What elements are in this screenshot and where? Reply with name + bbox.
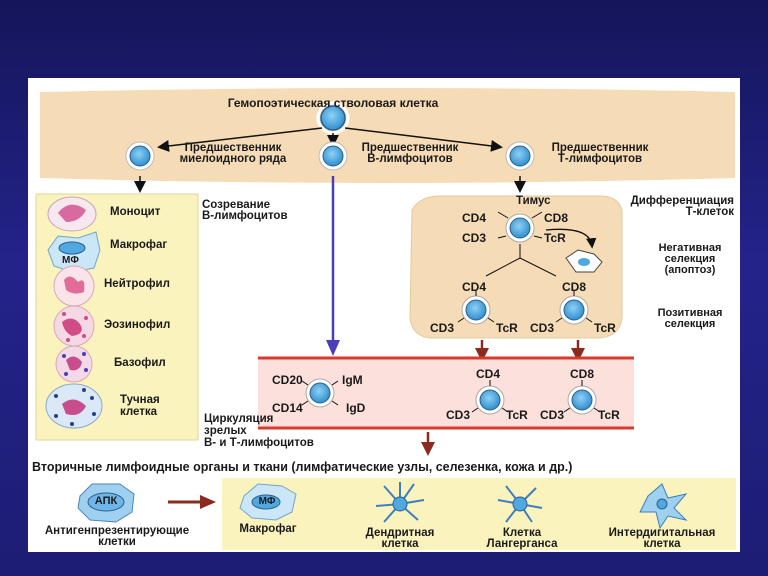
apc-cell-icon — [77, 483, 135, 523]
stem-cell-label: Гемопоэтическая стволовая клетка — [227, 96, 439, 110]
eosinophil-icon — [53, 305, 95, 347]
neutrophil-icon — [53, 265, 95, 307]
circulation-label-3: В- и Т-лимфоцитов — [204, 437, 314, 449]
circulation-label-2: зрелых — [204, 425, 247, 437]
thymus-cd3-pos-label-2: CD3 — [530, 321, 555, 335]
cd20-label: CD20 — [272, 373, 303, 387]
thymus-label: Тимус — [516, 195, 551, 207]
t-precursor-label-1: Предшественник — [551, 142, 649, 154]
igm-label: IgM — [342, 373, 363, 387]
cd14-label: CD14 — [272, 401, 303, 415]
thymus-tcr-pos-label-2: TcR — [594, 321, 616, 335]
stem-cell — [320, 105, 346, 131]
thymus-cd4-pos-label: CD4 — [462, 280, 487, 294]
neg-selection-label-1: Негативная — [658, 242, 722, 254]
pos-selection-label-1: Позитивная — [657, 307, 723, 319]
langerhans-cell-icon — [497, 485, 543, 523]
dendritic-label-2: клетка — [381, 538, 419, 550]
t-precursor-label-2: Т-лимфоцитов — [557, 153, 643, 165]
dendritic-cell-icon — [375, 482, 425, 523]
t-differentiation-label-1: Дифференциация — [630, 195, 734, 207]
circ-cd4-label: CD4 — [476, 367, 501, 381]
langerhans-label-2: Лангерганса — [486, 538, 558, 550]
circ-tcr-label-1: TcR — [506, 408, 528, 422]
thymus-tcr-pos-label-1: TcR — [496, 321, 518, 335]
monocyte-icon — [47, 196, 97, 232]
t-precursor-cell — [505, 141, 535, 171]
neg-selection-label-3: (апоптоз) — [664, 264, 716, 276]
apc-mf-abbr-label: МФ — [258, 496, 276, 507]
basophil-icon — [55, 345, 93, 383]
thymus-tcr-label: TcR — [544, 231, 566, 245]
myeloid-precursor-cell — [125, 141, 155, 171]
apc-cells-box — [222, 478, 736, 550]
apc-macrophage-label: Макрофаг — [239, 523, 297, 535]
myeloid-precursor-label-1: Предшественник — [184, 142, 282, 154]
circ-cd8-label: CD8 — [570, 367, 595, 381]
eosinophil-label: Эозинофил — [104, 319, 171, 331]
b-maturation-label-1: Созревание — [202, 199, 271, 211]
interdigital-label-2: клетка — [643, 538, 681, 550]
thymus-cd8-label: CD8 — [544, 211, 569, 225]
thymus-cd8-pos-label: CD8 — [562, 280, 587, 294]
basophil-label: Базофил — [114, 357, 166, 369]
apoptotic-cell-icon — [565, 249, 603, 273]
stem-cell-band — [40, 88, 735, 183]
b-precursor-label-1: Предшественник — [361, 142, 459, 154]
apc-label-2: клетки — [98, 536, 136, 548]
neg-selection-label-2: селекция — [664, 253, 716, 265]
macrophage-icon — [47, 231, 101, 273]
pos-selection-label-2: селекция — [664, 318, 716, 330]
macrophage-label: Макрофаг — [110, 239, 168, 251]
circ-cd3-label-1: CD3 — [446, 408, 471, 422]
b-precursor-label-2: В-лимфоцитов — [367, 153, 453, 165]
monocyte-label: Моноцит — [110, 206, 161, 218]
mast-cell-label: Тучная клетка — [120, 394, 160, 419]
interdigital-cell-icon — [639, 483, 688, 530]
circ-tcr-label-2: TcR — [598, 408, 620, 422]
apc-abbr-label: АПК — [94, 495, 118, 507]
mf-abbr-label: МФ — [62, 255, 79, 266]
circ-cd3-label-2: CD3 — [540, 408, 565, 422]
circulation-label-1: Циркуляция — [204, 413, 274, 425]
apc-label-1: Антигенпрезентирующие — [44, 525, 190, 537]
myeloid-precursor-label-2: миелоидного ряда — [179, 153, 287, 165]
b-maturation-label-2: В-лимфоцитов — [202, 210, 288, 222]
dendritic-label-1: Дендритная — [365, 527, 435, 539]
igd-label: IgD — [346, 401, 366, 415]
macrophage-apc-icon — [239, 483, 297, 521]
interdigital-label-1: Интердигитальная — [608, 527, 716, 539]
mast-cell-icon — [45, 383, 103, 429]
thymus-cd3-label: CD3 — [462, 231, 487, 245]
thymus-cd3-pos-label-1: CD3 — [430, 321, 455, 335]
t-differentiation-label-2: Т-клеток — [685, 206, 734, 218]
b-precursor-cell — [318, 141, 348, 171]
secondary-organs-title: Вторичные лимфоидные органы и ткани (лим… — [32, 460, 573, 474]
neutrophil-label: Нейтрофил — [104, 278, 170, 290]
thymus-cd4-label: CD4 — [462, 211, 487, 225]
langerhans-label-1: Клетка — [502, 527, 542, 539]
